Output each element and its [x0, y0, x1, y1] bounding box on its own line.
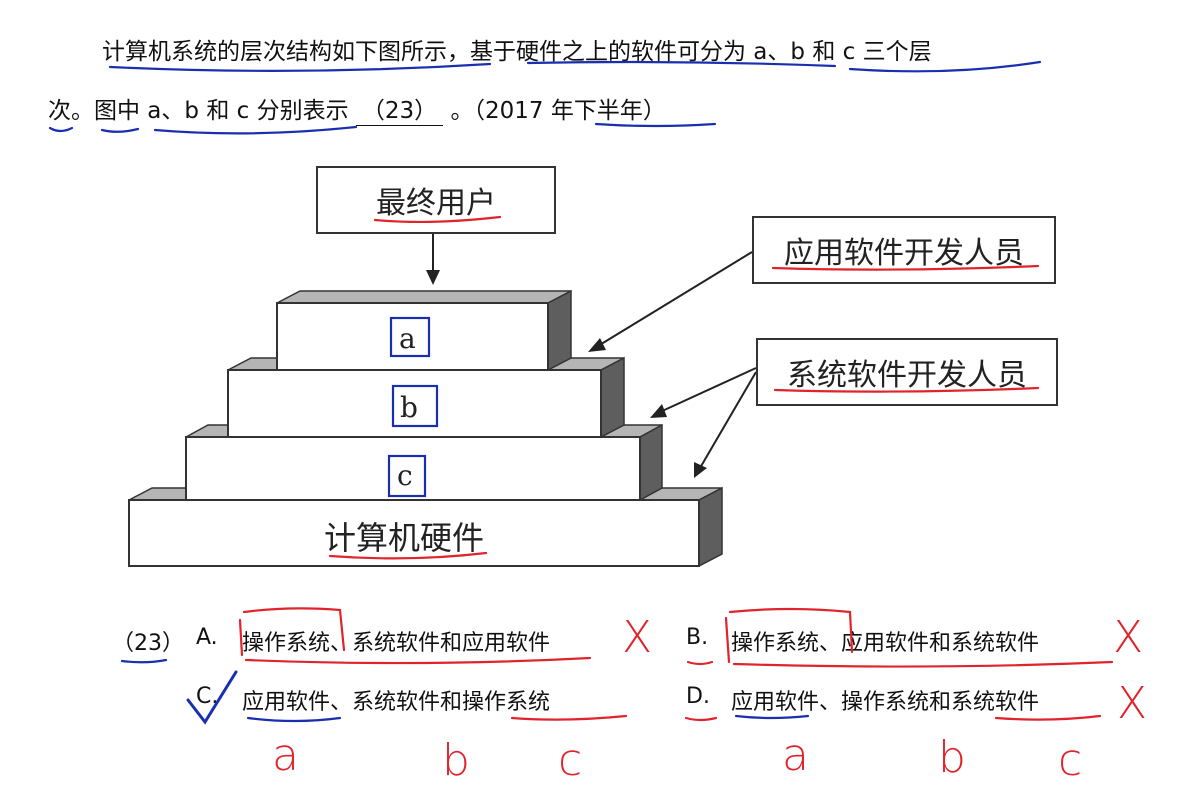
app-dev-arrow-head	[588, 338, 606, 352]
option-a-letter: A.	[196, 625, 218, 650]
option-c-letter: C.	[196, 684, 219, 709]
option-d-text: 应用软件、操作系统和系统软件	[731, 690, 1040, 715]
option-b-letter: B.	[686, 625, 709, 650]
handwritten-b-under-d: b	[938, 732, 966, 783]
question-line-2-text: 次。图中 a、b 和 c 分别表示	[48, 98, 349, 124]
user-arrow-head	[426, 270, 440, 285]
handwritten-b-under-c: b	[442, 735, 470, 786]
end-user-label: 最终用户	[376, 186, 496, 221]
layer-a-label: a	[399, 322, 416, 355]
question-line-2: 次。图中 a、b 和 c 分别表示 （23） 。（2017 年下半年）	[48, 91, 666, 126]
layer-a-side	[547, 289, 572, 372]
option-c-text: 应用软件、系统软件和操作系统	[242, 690, 551, 715]
sys-dev-arrow-1-head	[650, 404, 667, 418]
app-developer-box: 应用软件开发人员	[752, 216, 1056, 284]
handwritten-c-under-d: c	[1058, 735, 1083, 786]
sys-dev-arrow-1-line	[659, 367, 757, 413]
question-line-1: 计算机系统的层次结构如下图所示，基于硬件之上的软件可分为 a、b 和 c 三个层	[102, 39, 932, 65]
handwritten-c-under-c: c	[558, 735, 583, 786]
option-a-text: 操作系统、系统软件和应用软件	[242, 631, 551, 656]
app-dev-arrow-line	[597, 251, 753, 347]
hardware-label: 计算机硬件	[324, 519, 485, 557]
question-number: （23）	[112, 631, 184, 656]
app-developer-label: 应用软件开发人员	[784, 236, 1024, 271]
layer-c-front	[185, 436, 641, 501]
sys-dev-arrow-2-line	[699, 371, 757, 469]
layer-b-label: b	[400, 391, 418, 424]
answer-blank: （23）	[355, 91, 444, 126]
end-user-box: 最终用户	[316, 166, 556, 234]
layer-c-label: c	[397, 459, 413, 492]
system-developer-label: 系统软件开发人员	[787, 358, 1027, 393]
sys-dev-arrow-2-head	[694, 462, 707, 478]
wrong-mark-a: X	[622, 612, 653, 663]
layer-a-top	[276, 290, 572, 304]
question-source: 。（2017 年下半年）	[450, 98, 666, 124]
wrong-mark-b: X	[1113, 612, 1144, 663]
system-developer-box: 系统软件开发人员	[756, 338, 1058, 406]
option-d-letter: D.	[686, 684, 710, 709]
option-b-text: 操作系统、应用软件和系统软件	[731, 631, 1040, 656]
layer-b-side	[600, 356, 625, 439]
handwritten-a-under-d: a	[782, 730, 809, 781]
wrong-mark-d: X	[1117, 678, 1148, 729]
hardware-layer-side	[698, 486, 723, 568]
layer-c-side	[639, 423, 663, 502]
handwritten-a-under-c: a	[272, 730, 299, 781]
